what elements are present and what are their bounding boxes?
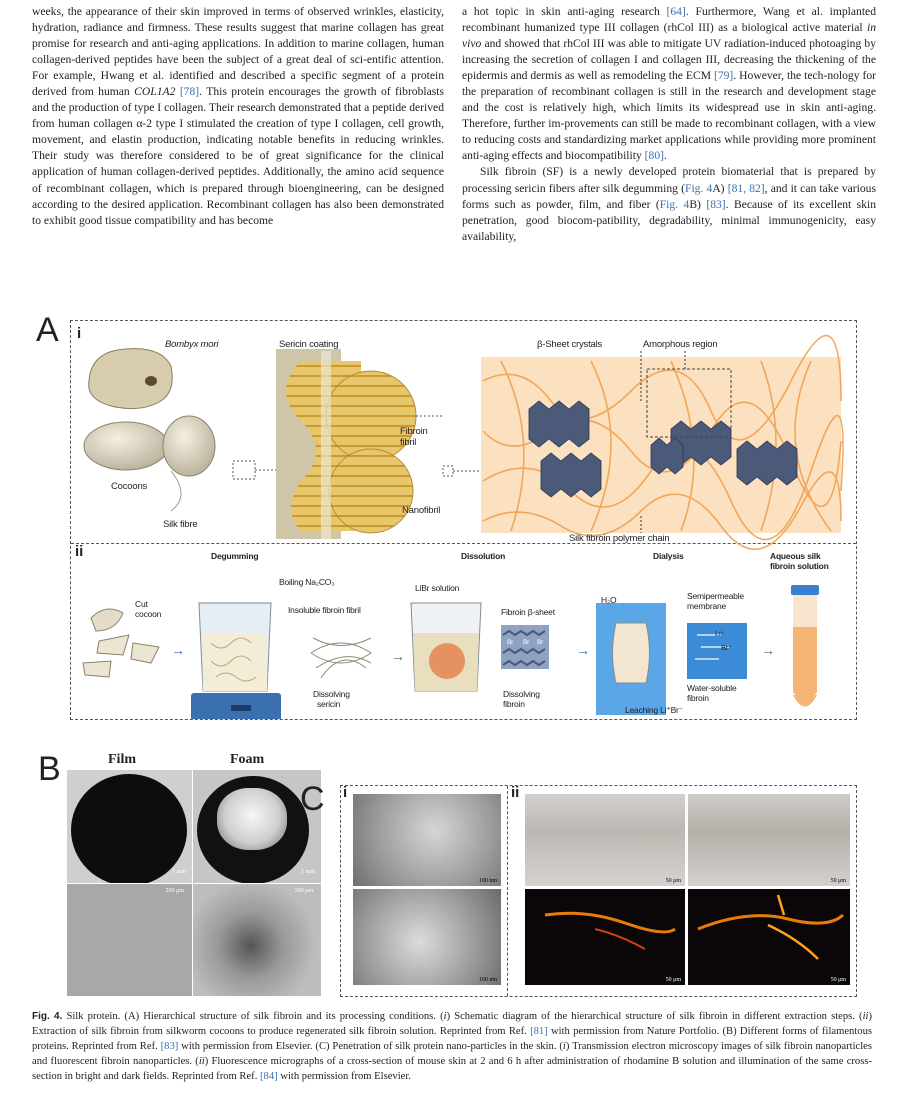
label-fibroin-fibril-1: Fibroin	[400, 426, 428, 437]
citation-link[interactable]: [80]	[644, 149, 664, 163]
caption-label: Fig. 4.	[32, 1011, 63, 1022]
label-fibroin-beta-sheet: Fibroin β-sheet	[501, 607, 555, 617]
citation-link[interactable]: [81]	[530, 1025, 548, 1037]
scale-50um-df-2h: 50 μm	[665, 977, 681, 983]
label-br-3: Br	[537, 639, 544, 646]
label-dissolving-fibroin-1: Dissolving	[503, 689, 540, 699]
darkfield-skin-2h: 50 μm	[525, 889, 685, 985]
label-li-ion: Li⁺	[715, 629, 725, 638]
paragraph-right-2: Silk fibroin (SF) is a newly developed p…	[462, 165, 877, 243]
figure-panel-a: i ii	[70, 320, 857, 720]
tem-image-silk-nanoparticles: 100 nm	[353, 794, 501, 886]
scale-200um-foam: 200 μm	[294, 888, 313, 894]
fluorescence-signal-6h	[697, 894, 845, 960]
fluorescence-signal-2h	[544, 911, 676, 950]
panel-a-sub-i: i	[77, 325, 82, 342]
label-libr-solution: LiBr solution	[415, 583, 460, 593]
citation-link[interactable]: [79]	[713, 69, 734, 83]
panel-c-sub-i: i	[343, 784, 348, 801]
label-aqueous-1: Aqueous silk	[770, 551, 821, 561]
citation-link[interactable]: [83]	[706, 197, 726, 211]
label-insoluble-fibril: Insoluble fibroin fibril	[288, 605, 361, 615]
label-br-1: Br	[507, 639, 514, 646]
scale-1mm-foam: 1 mm	[301, 869, 315, 875]
film-macro-photo: 1 mm	[67, 770, 192, 883]
panel-a-divider	[71, 543, 856, 544]
figure-link[interactable]: Fig. 4	[685, 181, 713, 195]
panel-c-sub-ii: ii	[511, 784, 520, 801]
label-dissolving-fibroin-2: fibroin	[503, 699, 525, 709]
label-leaching: Leaching Li⁺Br⁻	[625, 705, 683, 715]
label-dissolving-sericin-1: Dissolving	[313, 689, 350, 699]
panel-letter-b: B	[38, 750, 61, 788]
scale-50um-bf-6h: 50 μm	[830, 878, 846, 884]
paragraph-left: weeks, the appearance of their skin impr…	[32, 5, 445, 227]
foam-sem-photo: 200 μm	[193, 884, 321, 996]
citation-link[interactable]: [84]	[260, 1070, 278, 1082]
brightfield-skin-2h: 50 μm	[525, 794, 685, 886]
label-aqueous-2: fibroin solution	[770, 561, 829, 571]
panel-letter-a: A	[36, 311, 59, 349]
label-polymer-chain: Silk fibroin polymer chain	[569, 533, 670, 544]
label-dissolving-sericin-2: sericin	[317, 699, 341, 709]
panel-c-divider	[507, 786, 508, 996]
label-boiling: Boiling Na₂CO₃	[279, 577, 335, 587]
silk-hierarchy-illustration: → → → →	[82, 334, 844, 719]
svg-text:→: →	[576, 644, 590, 659]
label-foam: Foam	[230, 752, 265, 767]
label-dissolution: Dissolution	[461, 551, 506, 561]
scale-1mm-film: 1 mm	[172, 869, 186, 875]
label-film: Film	[108, 752, 136, 767]
label-dialysis: Dialysis	[653, 551, 684, 561]
panel-letter-c: C	[300, 780, 325, 818]
scale-200um-film: 200 μm	[165, 888, 184, 894]
brightfield-skin-6h: 50 μm	[688, 794, 850, 886]
label-semipermeable-2: membrane	[687, 601, 727, 611]
svg-text:→: →	[761, 644, 775, 659]
scale-100nm-top: 100 nm	[478, 878, 497, 884]
darkfield-skin-6h: 50 μm	[688, 889, 850, 985]
scale-50um-bf-2h: 50 μm	[665, 878, 681, 884]
figure-panel-c: i ii 100 nm 100 nm 50 μm 50 μm 50 μm 50 …	[340, 784, 857, 997]
label-beta-sheet-crystals: β-Sheet crystals	[537, 339, 603, 350]
label-bombyx-mori: Bombyx mori	[165, 339, 219, 350]
paragraph-right-1: a hot topic in skin anti-aging research …	[462, 5, 876, 163]
label-cocoons: Cocoons	[111, 481, 148, 492]
citation-link[interactable]: [64]	[666, 5, 686, 18]
label-water-soluble-1: Water-soluble	[687, 683, 737, 693]
film-sem-photo: 200 μm	[67, 884, 192, 996]
label-amorphous-region: Amorphous region	[643, 339, 718, 350]
label-br-2: Br	[523, 639, 530, 646]
panel-a-sub-ii: ii	[75, 543, 84, 560]
figure-caption: Fig. 4. Silk protein. (A) Hierarchical s…	[32, 1011, 872, 1082]
citation-link[interactable]: [78]	[179, 85, 200, 99]
foam-macro-photo: 1 mm	[193, 770, 321, 883]
label-fibroin-fibril-2: fibril	[400, 437, 417, 448]
figure-link[interactable]: Fig. 4	[659, 197, 690, 211]
label-br-ion: Br⁻	[721, 643, 732, 652]
svg-text:→: →	[171, 644, 185, 659]
tem-image-fluorescent-nanoparticles: 100 nm	[353, 889, 501, 985]
label-semipermeable-1: Semipermeable	[687, 591, 744, 601]
label-h2o: H₂O	[601, 595, 617, 605]
svg-text:→: →	[391, 650, 405, 665]
label-degumming: Degumming	[211, 551, 259, 561]
scale-100nm-bottom: 100 nm	[478, 977, 497, 983]
body-column-left: weeks, the appearance of their skin impr…	[32, 4, 444, 229]
label-silk-fibre: Silk fibre	[163, 519, 198, 530]
citation-link[interactable]: [81, 82]	[727, 181, 765, 195]
label-water-soluble-2: fibroin	[687, 693, 709, 703]
label-cut-1: Cut	[135, 599, 148, 609]
label-sericin-coating: Sericin coating	[279, 339, 339, 350]
label-cut-2: cocoon	[135, 609, 162, 619]
body-column-right: a hot topic in skin anti-aging research …	[462, 4, 876, 245]
label-nanofibril: Nanofibril	[402, 505, 441, 516]
scale-50um-df-6h: 50 μm	[830, 977, 846, 983]
citation-link[interactable]: [83]	[160, 1040, 179, 1052]
